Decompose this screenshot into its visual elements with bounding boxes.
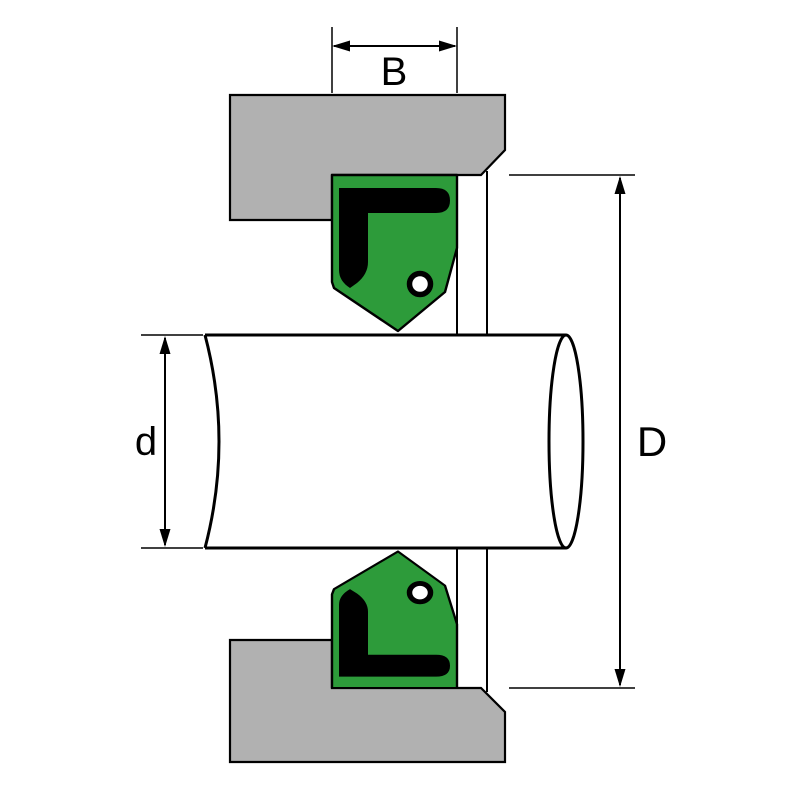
seal-case xyxy=(339,188,450,288)
dim-d-arrowhead-bottom xyxy=(159,529,171,547)
dimension-d: d xyxy=(135,334,203,549)
seal-garter-spring xyxy=(406,270,434,298)
dim-d-arrowhead-top xyxy=(159,336,171,354)
dim-D-arrowhead-top xyxy=(614,176,626,194)
dim-D-arrowhead-bottom xyxy=(614,669,626,687)
dim-b-arrowhead-right xyxy=(439,40,457,52)
dim-b-label: B xyxy=(381,50,408,94)
dim-D-label: D xyxy=(637,418,667,465)
shaft-break-arc xyxy=(203,334,221,549)
seal-top xyxy=(330,173,459,333)
dimension-b: B xyxy=(331,27,458,94)
dim-b-arrowhead-left xyxy=(332,40,350,52)
shaft-body xyxy=(205,336,567,547)
dim-d-label: d xyxy=(135,420,157,464)
dimension-D: D xyxy=(509,174,667,689)
shaft xyxy=(203,333,585,550)
shaft-end-face xyxy=(547,333,585,550)
